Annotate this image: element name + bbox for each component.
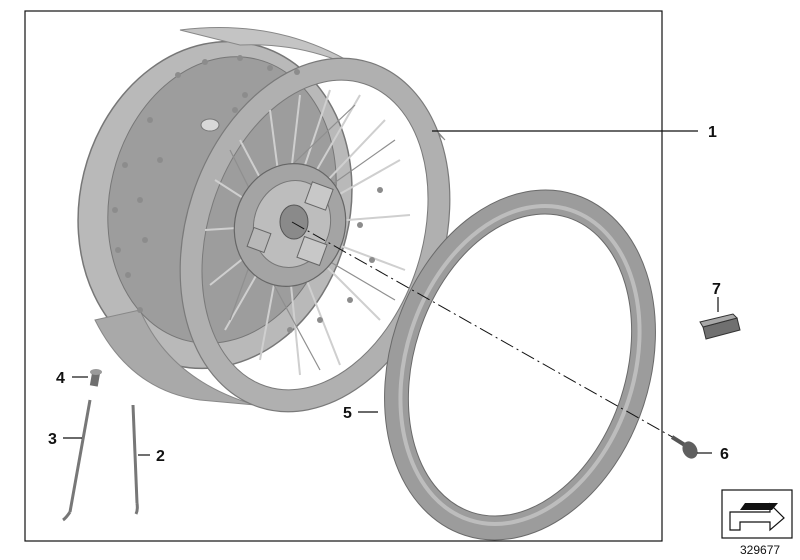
spoke-nipple-part[interactable]	[89, 369, 102, 387]
rim-tape-band[interactable]	[341, 155, 699, 560]
wheel-hub	[233, 163, 347, 287]
valve-hole	[200, 118, 220, 132]
short-spoke-part[interactable]	[131, 404, 139, 515]
reference-number: 329677	[740, 543, 780, 557]
direction-arrow-icon	[721, 489, 793, 539]
screw-part[interactable]	[670, 435, 701, 461]
callout-1: 1	[708, 124, 717, 141]
callout-2: 2	[156, 448, 165, 465]
rubber-plug-part[interactable]	[699, 313, 741, 340]
rim-nipple-holes	[112, 55, 383, 333]
callout-4: 4	[56, 370, 65, 387]
callout-7: 7	[712, 281, 721, 298]
diagram-frame	[24, 10, 663, 542]
wheel-rim-barrel	[179, 27, 446, 141]
wheel-rim-front-inner-edge	[201, 79, 429, 391]
callout-5: 5	[343, 405, 352, 422]
assembly-axis-line	[291, 221, 691, 448]
spoked-wheel[interactable]	[44, 12, 494, 447]
callout-6: 6	[720, 446, 729, 463]
callout-3: 3	[48, 431, 57, 448]
long-spoke-part[interactable]	[62, 399, 92, 522]
